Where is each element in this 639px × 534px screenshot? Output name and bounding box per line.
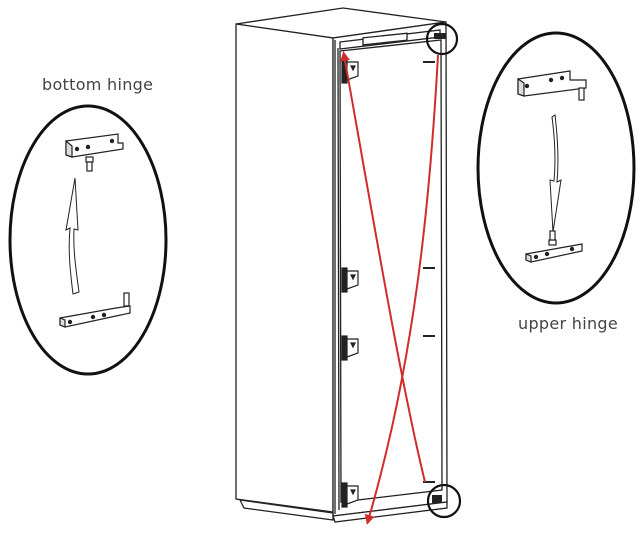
callout-oval <box>8 104 168 376</box>
upper-hinge-callout <box>476 31 636 305</box>
hinge-bracket-icon <box>59 292 131 328</box>
arrow-down-icon <box>549 114 562 233</box>
top-hinge-highlight-circle <box>425 22 459 56</box>
bottom-hinge-label: bottom hinge <box>42 75 154 94</box>
hinge-pin-icon <box>432 495 442 503</box>
hinge-bracket-icon <box>525 230 583 263</box>
hinge-bracket-icon <box>65 133 124 172</box>
upper-hinge-label: upper hinge <box>518 314 618 333</box>
hole-marks <box>423 61 435 483</box>
fridge-cabinet <box>235 7 448 523</box>
door-hinge-icon <box>341 335 359 361</box>
door-hinge-icon <box>341 267 359 293</box>
door-hinge-icon <box>341 482 359 508</box>
arrow-up-icon <box>65 177 80 295</box>
hinge-pin-icon <box>434 33 446 39</box>
bottom-hinge-callout <box>8 104 168 376</box>
hinge-bracket-icon <box>517 70 587 101</box>
swap-arrow-bottom-to-top <box>340 51 426 483</box>
bottom-hinge-highlight-circle <box>426 483 462 519</box>
callout-oval <box>476 31 636 305</box>
swap-arrow-top-to-bottom <box>364 54 439 525</box>
